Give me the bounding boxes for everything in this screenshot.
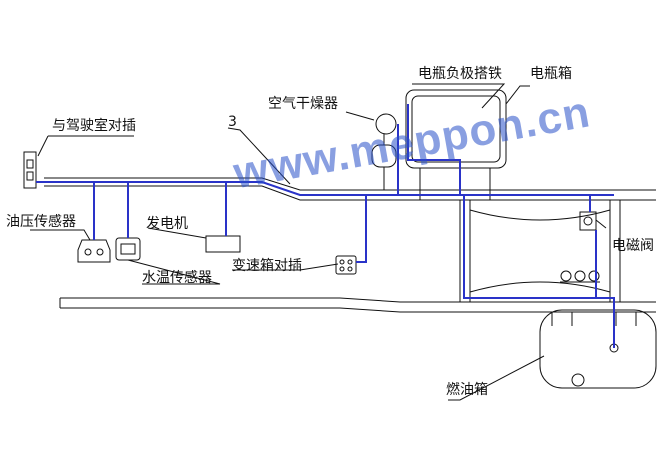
label-battery-neg-ground: 电瓶负极搭铁 xyxy=(418,66,502,82)
harness-down xyxy=(463,195,615,348)
frame-upper-rail-inner xyxy=(44,185,656,201)
leader-generator xyxy=(147,227,207,239)
harness-gearbox xyxy=(356,195,367,263)
label-gearbox-connector: 变速箱对插 xyxy=(232,258,302,274)
label-fuel-tank: 燃油箱 xyxy=(446,382,488,398)
air-dryer-shape xyxy=(375,113,397,135)
gearbox-connector-shape xyxy=(335,255,357,275)
label-generator: 发电机 xyxy=(146,216,188,232)
label-cab-connector: 与驾驶室对插 xyxy=(52,118,136,134)
leader-cab xyxy=(37,135,134,157)
label-callout-3: 3 xyxy=(228,114,237,130)
harness-battery xyxy=(407,104,461,195)
valve-group-shape xyxy=(560,270,600,283)
label-solenoid-valve: 电磁阀 xyxy=(612,238,654,254)
leader-solenoid xyxy=(595,219,607,229)
leader-water xyxy=(127,259,221,285)
label-water-temp-sensor: 水温传感器 xyxy=(142,270,212,286)
leader-gearbox xyxy=(232,263,339,271)
cross-member xyxy=(459,200,621,302)
cab-connector-shape xyxy=(23,151,37,189)
leader-oil xyxy=(30,229,91,241)
battery-box-outline xyxy=(405,89,507,169)
oil-pressure-sensor-shape xyxy=(77,239,111,263)
leader-battery-neg xyxy=(412,83,506,109)
label-oil-pressure-sensor: 油压传感器 xyxy=(6,214,76,230)
harness-solenoid xyxy=(589,195,597,298)
label-battery-box: 电瓶箱 xyxy=(530,66,572,82)
solenoid-valve-shape xyxy=(579,211,597,231)
harness-main xyxy=(36,181,614,196)
label-air-dryer: 空气干燥器 xyxy=(268,96,338,112)
leader-battery-box xyxy=(505,85,530,105)
frame-lower-rail-inner xyxy=(60,307,656,313)
frame-lower-rail xyxy=(60,297,656,303)
water-temp-sensor-shape xyxy=(115,237,141,261)
generator-shape xyxy=(205,235,241,253)
frame-upper-rail xyxy=(44,177,656,191)
fuel-tank-shape xyxy=(539,309,657,389)
leader-3 xyxy=(227,127,291,185)
leader-fuel xyxy=(448,355,545,401)
leader-air-dryer xyxy=(345,111,375,121)
